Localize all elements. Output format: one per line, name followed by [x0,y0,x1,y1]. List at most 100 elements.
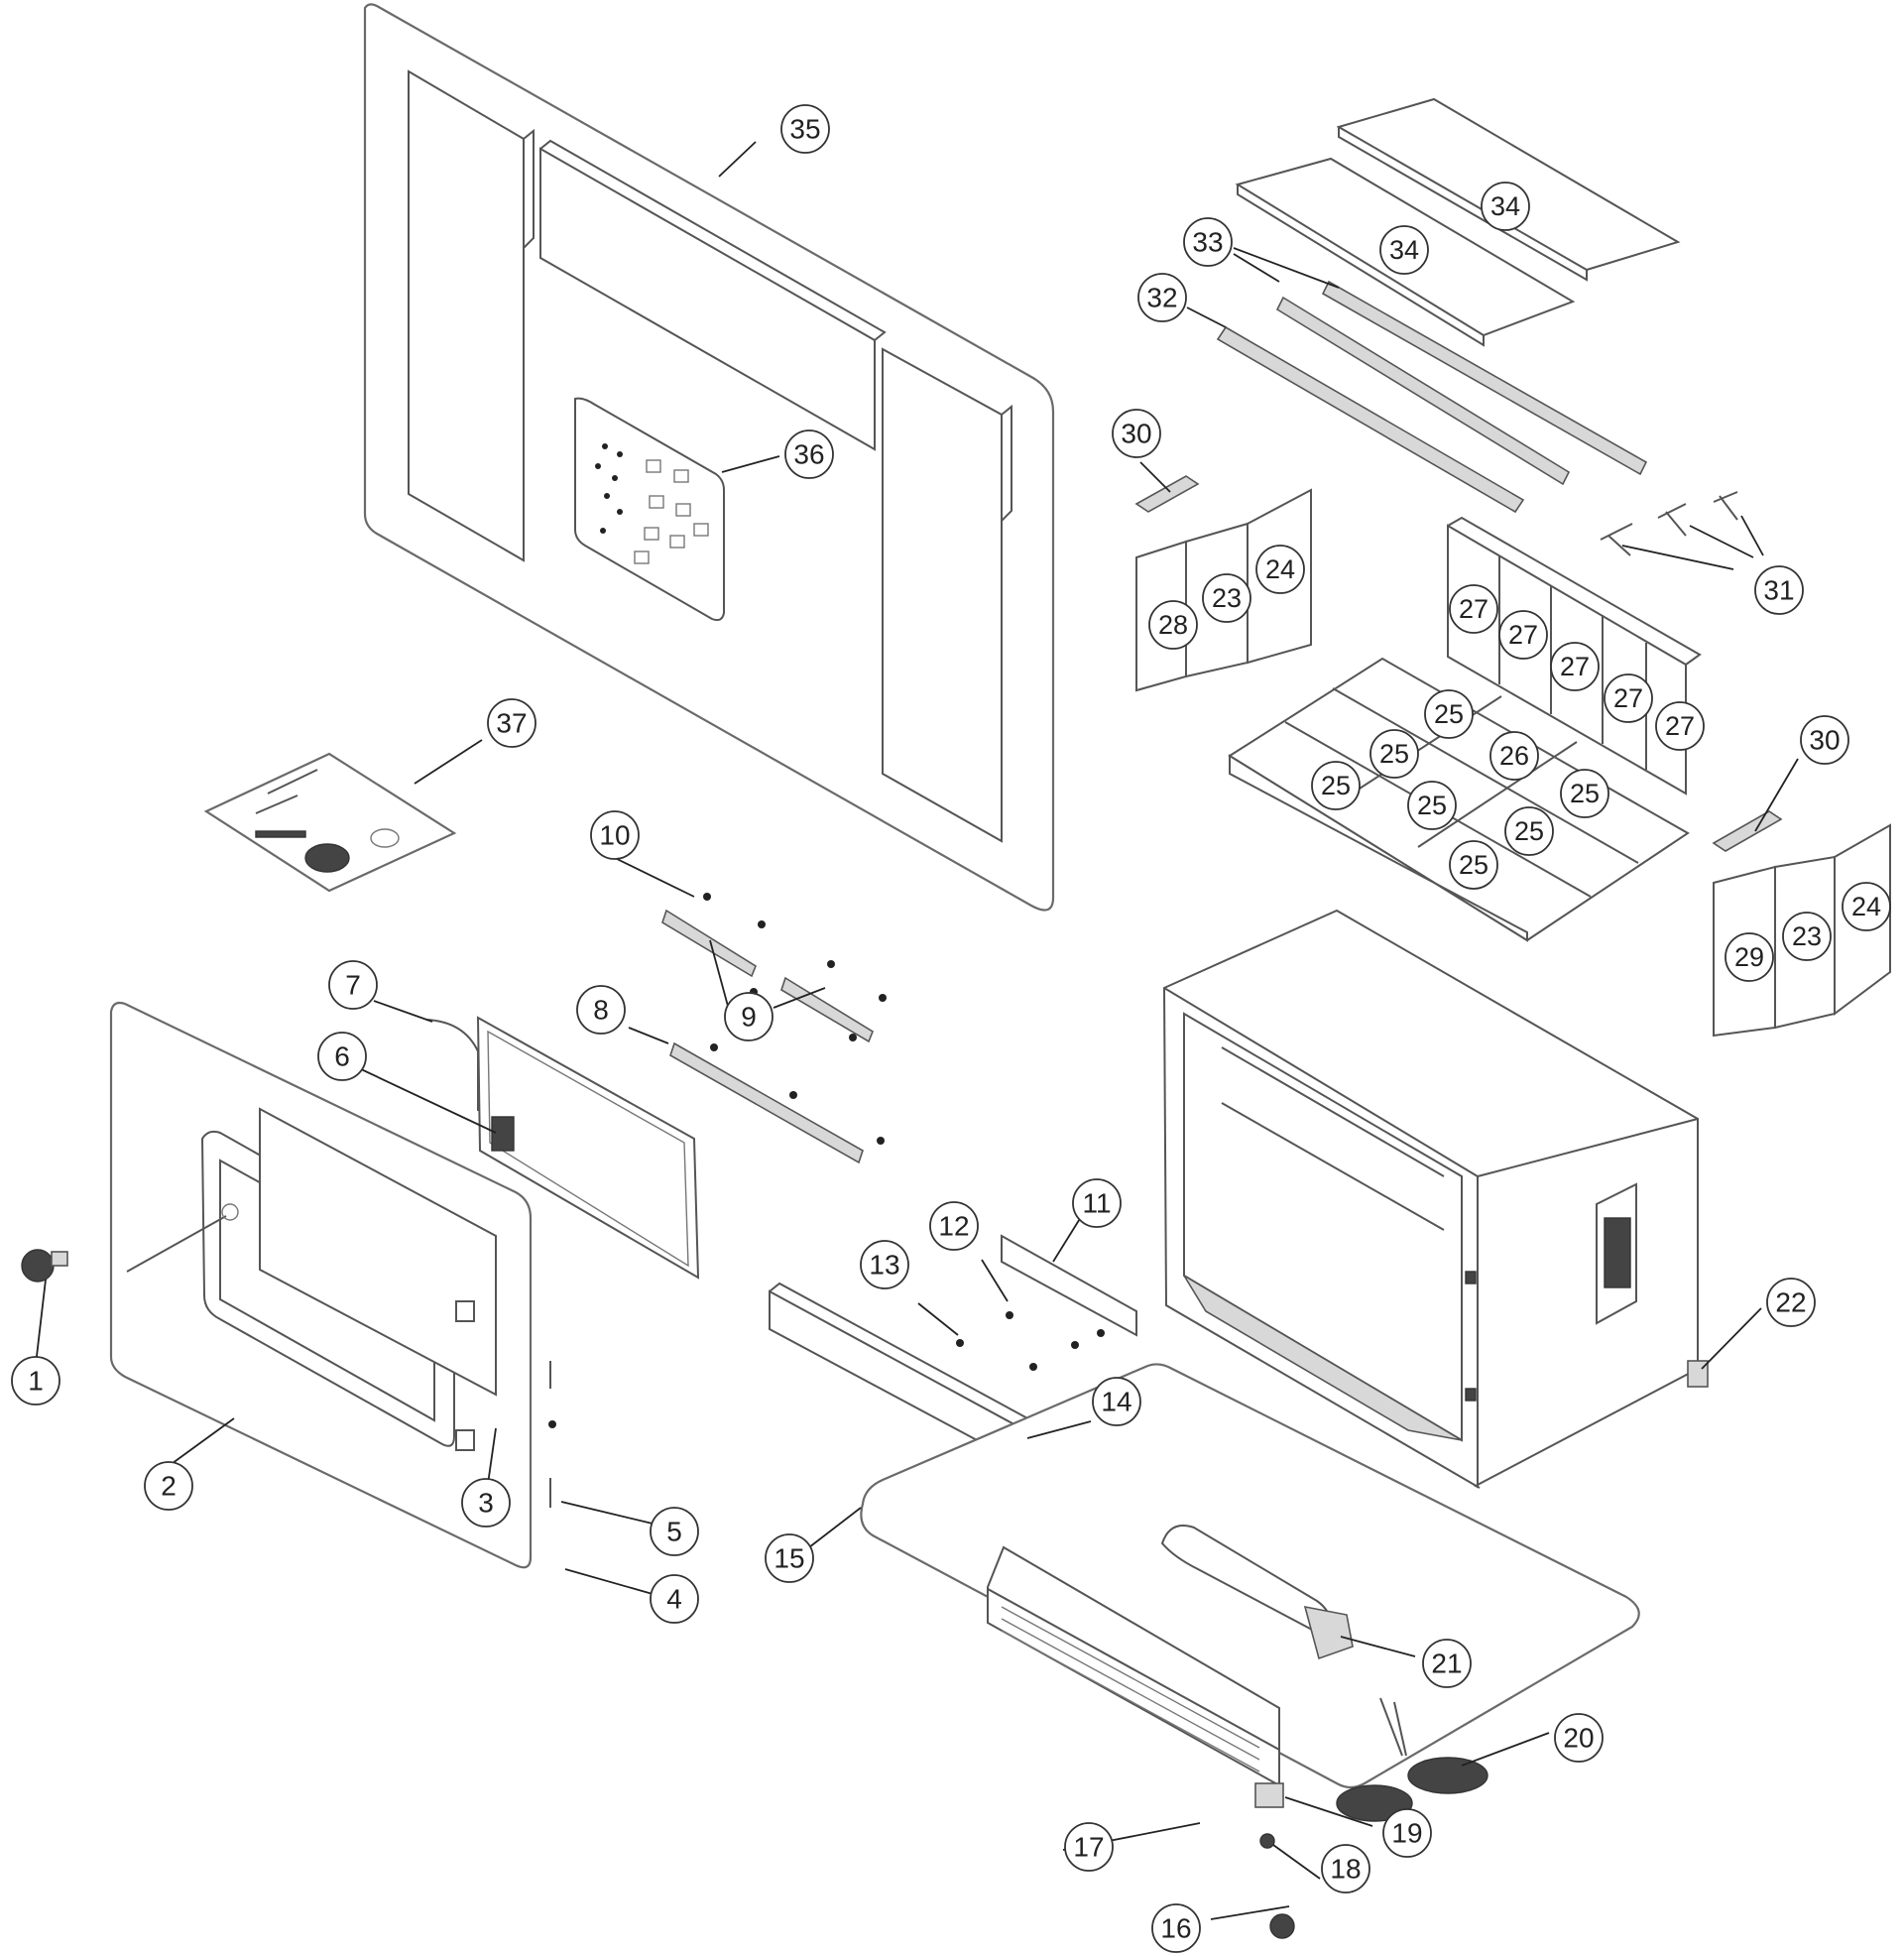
svg-text:11: 11 [1082,1188,1111,1219]
callout-8: 8 [576,985,626,1035]
svg-text:5: 5 [666,1517,682,1547]
brick-label-25d: 25 [1407,781,1457,830]
svg-text:18: 18 [1330,1854,1361,1885]
baffle-boards [1235,97,1681,347]
brick-label-25b: 25 [1369,729,1419,779]
callout-22: 22 [1766,1278,1816,1327]
leader-lines [35,141,1799,1920]
svg-text:22: 22 [1775,1287,1806,1318]
svg-text:16: 16 [1160,1913,1191,1944]
brick-label-27a: 27 [1449,584,1498,634]
brick-label-25e: 25 [1560,769,1609,818]
brick-label-23b: 23 [1782,912,1832,961]
svg-text:28: 28 [1158,610,1188,640]
brick-label-26: 26 [1489,731,1539,781]
callout-9: 9 [724,992,774,1041]
svg-text:27: 27 [1665,711,1695,741]
brick-label-27e: 27 [1655,701,1705,751]
callout-37: 37 [487,698,536,748]
svg-text:25: 25 [1570,779,1600,808]
brick-label-25g: 25 [1449,840,1498,890]
svg-text:27: 27 [1508,620,1538,650]
svg-text:25: 25 [1459,850,1488,880]
svg-text:25: 25 [1417,791,1447,820]
door-assembly [109,1001,556,1569]
callout-20: 20 [1554,1713,1604,1763]
hardware-bits [595,443,709,564]
callout-31: 31 [1754,565,1804,615]
brick-label-27b: 27 [1498,610,1548,660]
brick-label-34b: 34 [1379,225,1429,275]
svg-text:26: 26 [1499,741,1529,771]
callout-2: 2 [144,1461,193,1511]
callout-12: 12 [929,1201,979,1251]
door-glass [425,1016,700,1280]
glass-clips [661,893,887,1164]
svg-text:24: 24 [1851,892,1881,921]
callout-4: 4 [650,1574,699,1624]
callout-16: 16 [1151,1903,1201,1953]
svg-text:24: 24 [1265,554,1295,584]
brick-label-25c: 25 [1311,761,1361,810]
svg-text:29: 29 [1734,942,1764,972]
callout-13: 13 [860,1240,909,1289]
callout-21: 21 [1422,1639,1472,1688]
firebox-body [1162,909,1709,1489]
brick-label-25a: 25 [1424,689,1474,739]
svg-text:25: 25 [1514,816,1544,846]
svg-text:37: 37 [496,708,527,739]
callout-19: 19 [1382,1808,1432,1858]
tube-pins [1600,491,1738,556]
callout-35: 35 [780,104,830,154]
svg-text:34: 34 [1389,235,1419,265]
callout-11: 11 [1072,1178,1122,1228]
brick-label-27d: 27 [1604,673,1653,723]
svg-text:32: 32 [1146,283,1177,313]
svg-text:17: 17 [1073,1832,1104,1863]
hardware-kit [203,752,457,893]
brick-label-23a: 23 [1202,573,1251,623]
svg-text:13: 13 [869,1250,899,1281]
svg-text:35: 35 [789,114,820,145]
svg-text:23: 23 [1212,583,1242,613]
svg-text:25: 25 [1321,771,1351,800]
brick-label-24b: 24 [1842,882,1891,931]
svg-text:27: 27 [1613,683,1643,713]
svg-text:25: 25 [1434,699,1464,729]
svg-text:15: 15 [774,1543,804,1574]
bracket-hardware [956,1234,1137,1371]
brick-label-25f: 25 [1504,806,1554,856]
svg-text:27: 27 [1459,594,1488,624]
callout-1: 1 [11,1356,60,1406]
svg-text:12: 12 [938,1211,969,1242]
svg-text:31: 31 [1763,575,1794,606]
svg-text:6: 6 [334,1041,350,1072]
callout-36: 36 [784,429,834,479]
svg-text:36: 36 [793,439,824,470]
brick-label-27c: 27 [1550,642,1600,691]
brick-retainer-clips [1134,475,1783,852]
svg-text:34: 34 [1490,191,1520,221]
svg-text:1: 1 [28,1366,44,1397]
svg-text:10: 10 [599,820,630,851]
callout-6: 6 [317,1032,367,1081]
callout-10: 10 [590,810,640,860]
callout-15: 15 [765,1533,814,1583]
svg-text:20: 20 [1563,1723,1594,1754]
svg-text:27: 27 [1560,652,1590,681]
callout-18: 18 [1321,1844,1370,1894]
surround-panel [363,3,1055,912]
svg-text:9: 9 [741,1002,757,1033]
callout-5: 5 [650,1507,699,1556]
svg-text:3: 3 [478,1488,494,1519]
svg-text:30: 30 [1121,419,1151,449]
brick-label-24a: 24 [1255,545,1305,594]
brick-label-28: 28 [1148,600,1198,650]
svg-text:30: 30 [1809,725,1840,756]
callout-30-top: 30 [1112,409,1161,458]
door-handle-knob [21,1249,68,1283]
brick-label-29: 29 [1725,932,1774,982]
callout-3: 3 [461,1478,511,1528]
callout-30-right: 30 [1800,715,1849,765]
